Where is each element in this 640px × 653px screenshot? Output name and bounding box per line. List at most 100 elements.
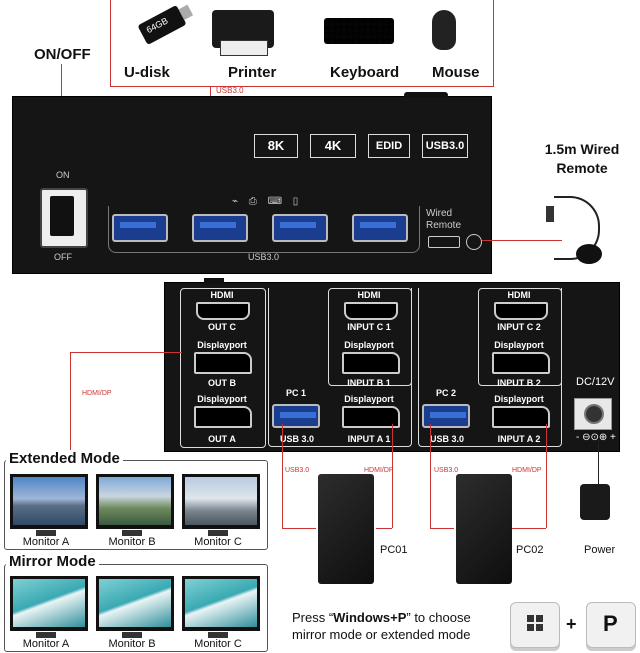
badge-usb30: USB3.0 — [422, 134, 468, 158]
p-key-icon: P — [586, 602, 636, 648]
dc-polarity-icon: - ⊖⊙⊕ + — [576, 432, 616, 443]
label-u-disk: U-disk — [124, 64, 170, 81]
remote-plug-icon — [546, 206, 554, 222]
extended-monitor-c-label: Monitor C — [194, 536, 242, 548]
pc2-hdmi-label: HDMI — [507, 290, 531, 300]
pc02-tower-icon — [456, 474, 512, 584]
front-usb-port-1[interactable] — [112, 214, 168, 242]
instruction-post: ” to choose — [406, 610, 471, 625]
usb-device-icons: ⌁ ⎙ ⌨ ▯ — [232, 196, 303, 207]
wire-pc1-usb — [282, 424, 283, 528]
mirror-monitor-c-stand — [208, 632, 228, 638]
extended-mode-title: Extended Mode — [6, 450, 123, 467]
input-b2-dp-port[interactable] — [492, 352, 550, 374]
cable-hdmidp-1: HDMI/DP — [364, 467, 394, 474]
wire-pc2-dp — [546, 424, 547, 528]
pc1-inputs-frame — [328, 288, 412, 386]
input-b1-dp-port[interactable] — [342, 352, 400, 374]
extended-monitor-a-screen — [10, 474, 88, 529]
out-c-hdmi-port[interactable] — [196, 302, 250, 320]
front-usb-port-4[interactable] — [352, 214, 408, 242]
hdmi-dp-left-label: HDMI/DP — [82, 390, 112, 397]
remote-button-icon[interactable] — [576, 244, 602, 264]
mirror-monitor-c-screen — [182, 576, 260, 631]
input-b1-dp-label: Displayport — [344, 340, 394, 350]
usb-stick-text: 64GB — [144, 15, 170, 36]
extended-mode-box — [4, 460, 268, 550]
printer-icon — [212, 10, 274, 56]
pc1-hdmi-label: HDMI — [357, 290, 381, 300]
front-usb-port-3[interactable] — [272, 214, 328, 242]
input-a1-dp-label: Displayport — [344, 394, 394, 404]
front-usb-port-2[interactable] — [192, 214, 248, 242]
input-c1-hdmi-port[interactable] — [344, 302, 398, 320]
power-label: Power — [584, 544, 616, 556]
extended-monitor-c-stand — [208, 530, 228, 536]
on-text: ON — [56, 170, 70, 180]
back-top-knob — [204, 278, 224, 284]
plus-sign: + — [566, 614, 577, 634]
usb-port-group-frame — [108, 206, 420, 253]
mirror-monitor-a-screen — [10, 576, 88, 631]
power-cable — [598, 440, 599, 484]
pc2-label: PC 2 — [435, 388, 456, 398]
pc02-label: PC02 — [516, 544, 544, 556]
cable-usb30-2: USB3.0 — [434, 467, 459, 474]
wire-hdmi-dp-left — [70, 352, 71, 458]
input-a1-dp-port[interactable] — [342, 406, 400, 428]
extended-monitor-a-stand — [36, 530, 56, 536]
off-text: OFF — [54, 252, 72, 262]
input-c2-label: INPUT C 2 — [497, 322, 541, 332]
input-a2-dp-port[interactable] — [492, 406, 550, 428]
wire-pc2-dp-h — [512, 528, 546, 529]
out-a-dp-label: Displayport — [197, 394, 247, 404]
input-c2-hdmi-port[interactable] — [494, 302, 548, 320]
mirror-monitor-b-stand — [122, 632, 142, 638]
input-b2-label: INPUT B 2 — [497, 378, 541, 388]
dc-jack[interactable] — [584, 404, 604, 424]
badge-8k: 8K — [254, 134, 298, 158]
pc1-label: PC 1 — [285, 388, 306, 398]
wire-pc2-usb-h — [430, 528, 454, 529]
label-keyboard: Keyboard — [330, 64, 400, 81]
label-printer: Printer — [228, 64, 277, 81]
mouse-icon — [432, 10, 456, 50]
remote-jack[interactable] — [466, 234, 482, 250]
input-b1-label: INPUT B 1 — [347, 378, 391, 388]
power-switch-rocker — [50, 196, 74, 236]
pc1-usb-port[interactable] — [272, 404, 320, 428]
extended-monitor-b-stand — [122, 530, 142, 536]
pc2-usb30-label: USB 3.0 — [429, 434, 464, 444]
badge-edid: EDID — [368, 134, 410, 158]
out-a-label: OUT A — [208, 434, 236, 444]
mirror-monitor-a-label: Monitor A — [22, 638, 70, 650]
on-off-label: ON/OFF — [34, 46, 91, 63]
peripherals-frame — [110, 0, 494, 87]
wire-pc1-dp — [392, 424, 393, 528]
power-adapter-icon — [580, 484, 610, 520]
extended-monitor-a-label: Monitor A — [22, 536, 70, 548]
front-usb30-label: USB3.0 — [248, 252, 280, 262]
out-b-dp-port[interactable] — [194, 352, 252, 374]
instruction-line1: Press “Windows+P” to choose — [292, 610, 471, 625]
pc01-tower-icon — [318, 474, 374, 584]
p-key-label: P — [603, 611, 618, 636]
cable-usb30-1: USB3.0 — [285, 467, 310, 474]
power-switch[interactable] — [40, 188, 88, 248]
cable-hdmidp-2: HDMI/DP — [512, 467, 542, 474]
extended-monitor-c-screen — [182, 474, 260, 529]
instruction-line2: mirror mode or extended mode — [292, 627, 471, 642]
input-c1-label: INPUT C 1 — [347, 322, 391, 332]
mirror-mode-box — [4, 564, 268, 652]
input-a2-label: INPUT A 2 — [497, 434, 541, 444]
pc1-usb30-label: USB 3.0 — [279, 434, 314, 444]
out-a-dp-port[interactable] — [194, 406, 252, 428]
badge-4k: 4K — [310, 134, 356, 158]
wired-remote-port-label: Wired Remote — [426, 208, 462, 231]
input-b2-dp-label: Displayport — [494, 340, 544, 350]
instruction-pre: Press “ — [292, 610, 334, 625]
kvm-front-panel — [12, 96, 492, 274]
keyboard-icon — [324, 18, 394, 44]
out-hdmi-label: HDMI — [210, 290, 234, 300]
hdmi-remote-port[interactable] — [428, 236, 460, 248]
